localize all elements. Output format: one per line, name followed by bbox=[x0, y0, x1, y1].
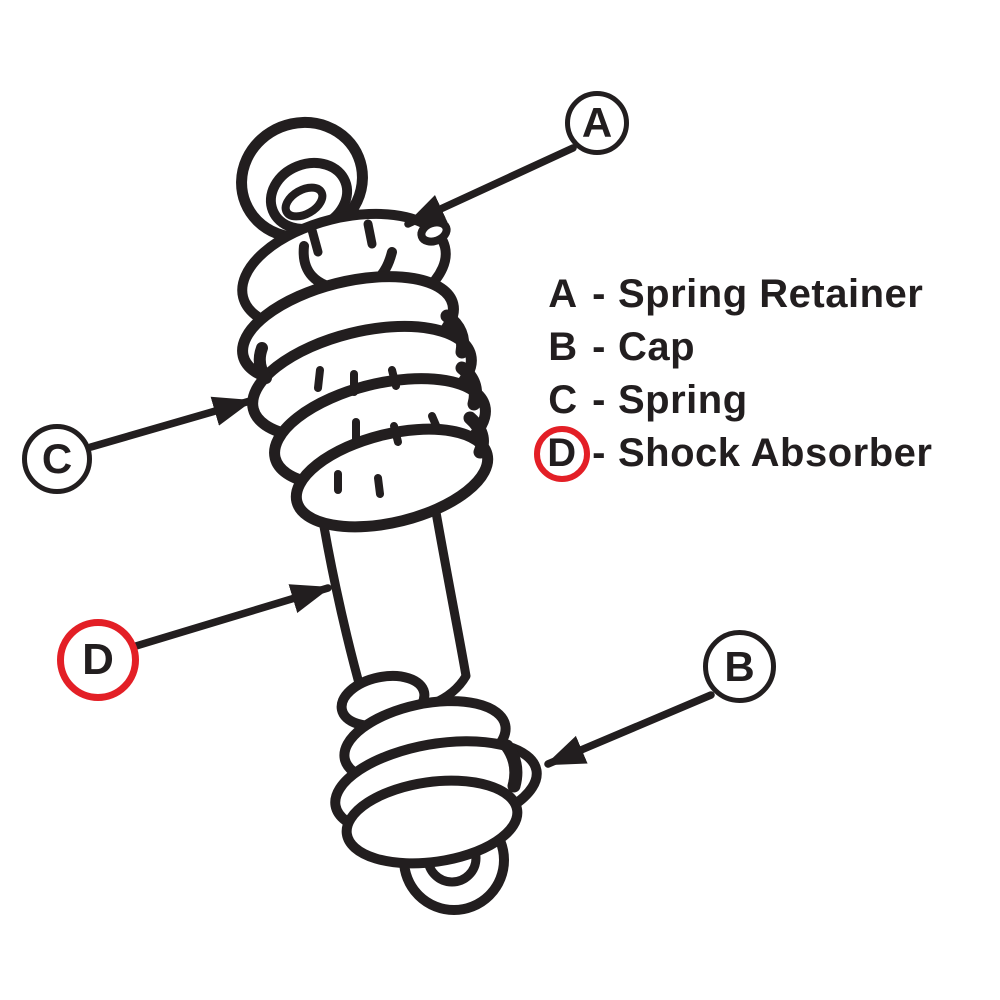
callout-a: A bbox=[565, 91, 629, 155]
arrow-b bbox=[544, 691, 715, 768]
legend-item-b: B - Cap bbox=[540, 321, 932, 374]
legend-name-d: Shock Absorber bbox=[618, 431, 933, 475]
legend-item-d-highlighted: D - Shock Absorber bbox=[534, 425, 933, 482]
spring-detail-marks bbox=[253, 309, 489, 498]
legend-letter-b: B bbox=[548, 325, 578, 369]
legend-item-c: C - Spring bbox=[540, 374, 932, 427]
callout-b: B bbox=[703, 630, 776, 703]
legend-separator: - bbox=[592, 431, 606, 475]
top-eyelet bbox=[236, 116, 368, 244]
legend-letter-c: C bbox=[548, 378, 578, 422]
callout-d-highlighted: D bbox=[57, 619, 139, 701]
legend-name-b: Cap bbox=[618, 325, 696, 369]
cap-ring-4 bbox=[341, 775, 523, 869]
legend: A - Spring Retainer B - Cap C - Spring D… bbox=[534, 268, 933, 482]
callout-c: C bbox=[22, 424, 92, 494]
cap bbox=[330, 670, 542, 869]
arrow-a bbox=[404, 144, 577, 228]
arrow-c bbox=[87, 396, 254, 451]
legend-separator: - bbox=[592, 272, 606, 316]
legend-name-a: Spring Retainer bbox=[618, 272, 924, 316]
legend-name-c: Spring bbox=[618, 378, 748, 422]
leader-arrows bbox=[87, 144, 715, 768]
legend-letter-d: D bbox=[547, 431, 577, 475]
shock-absorber-drawing bbox=[236, 116, 542, 915]
spring-coil-4 bbox=[290, 423, 494, 533]
legend-separator: - bbox=[592, 378, 606, 422]
legend-highlight-ring-d: D bbox=[534, 425, 590, 482]
legend-separator: - bbox=[592, 325, 606, 369]
legend-item-a: A - Spring Retainer bbox=[540, 268, 932, 321]
legend-letter-a: A bbox=[548, 272, 578, 316]
arrow-d bbox=[132, 584, 332, 650]
